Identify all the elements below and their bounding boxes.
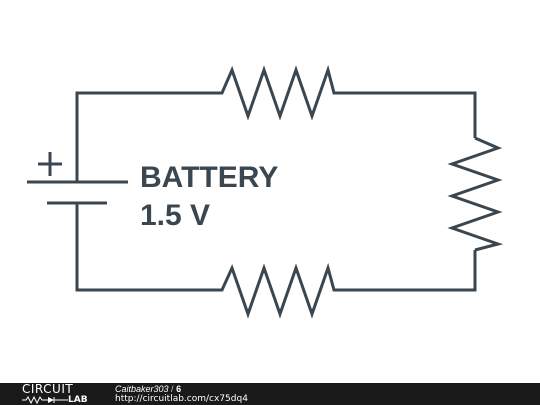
circuit-url-link[interactable]: http://circuitlab.com/cx75dq4 [115,394,248,404]
circuit-number: 6 [176,384,182,394]
bottom-wire-with-resistor [75,203,477,319]
author-line: Caitbaker303 / 6 [115,384,248,394]
logo-text-lab: LAB [68,395,88,405]
right-resistor [447,136,504,252]
voltage-label: 1.5 V [140,199,210,232]
circuit-schematic: BATTERY 1.5 V [27,64,504,319]
resistor-diode-glyph-icon [22,395,68,405]
footer-bar: CIRCUIT LAB Caitbaker303 / 6 http://circ… [0,383,540,405]
plus-icon [38,152,62,176]
logo-text-circuit: CIRCUIT [22,382,74,396]
author-separator: / [168,384,177,394]
author-name[interactable]: Caitbaker303 [115,384,169,394]
circuitlab-logo[interactable]: CIRCUIT LAB [22,383,97,405]
circuit-meta: Caitbaker303 / 6 http://circuitlab.com/c… [115,384,248,404]
battery-label: BATTERY [140,161,278,194]
top-wire-with-resistor [75,64,477,182]
